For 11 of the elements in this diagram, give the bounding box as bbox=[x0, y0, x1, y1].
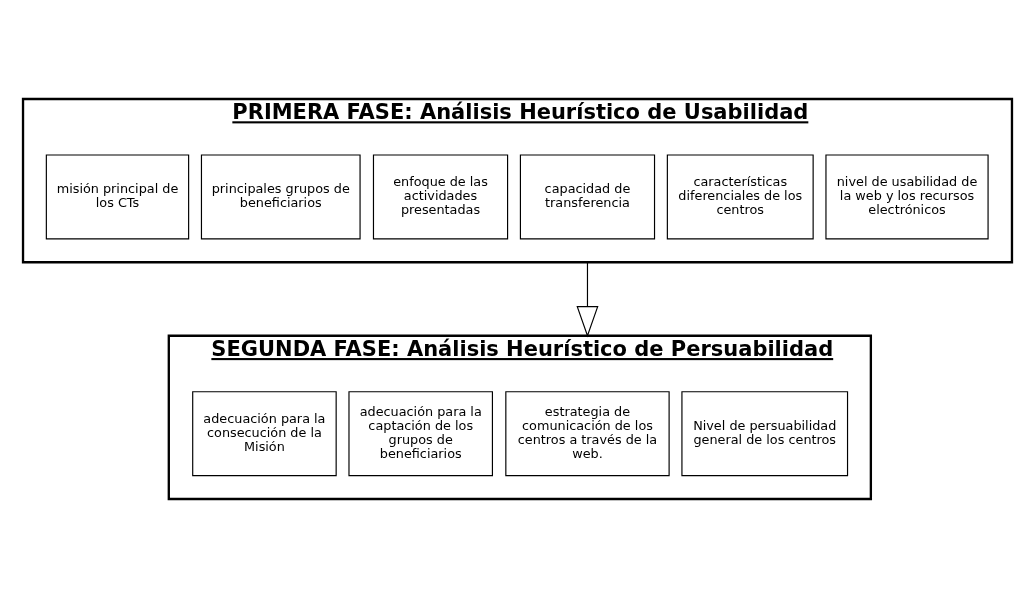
node-box: nivel de usabilidad de la web y los recursos electrónicos bbox=[825, 154, 989, 240]
node-box: adecuación para la consecución de la Misión bbox=[192, 391, 337, 477]
node-box: adecuación para la captación de los grupos de beneficiarios bbox=[348, 391, 493, 477]
node-box: Nivel de persuabilidad general de los centros bbox=[681, 391, 849, 477]
node-box: estrategia de comunicación de los centros a través de la web. bbox=[505, 391, 670, 477]
node-box: principales grupos de beneficiarios bbox=[200, 154, 361, 240]
node-box: enfoque de las actividades presentadas bbox=[372, 154, 509, 240]
arrow bbox=[576, 261, 599, 338]
node-box: misión principal de los CTs bbox=[45, 154, 190, 240]
node-box: características diferenciales de los centros bbox=[666, 154, 814, 240]
node-box: capacidad de transferencia bbox=[519, 154, 656, 240]
